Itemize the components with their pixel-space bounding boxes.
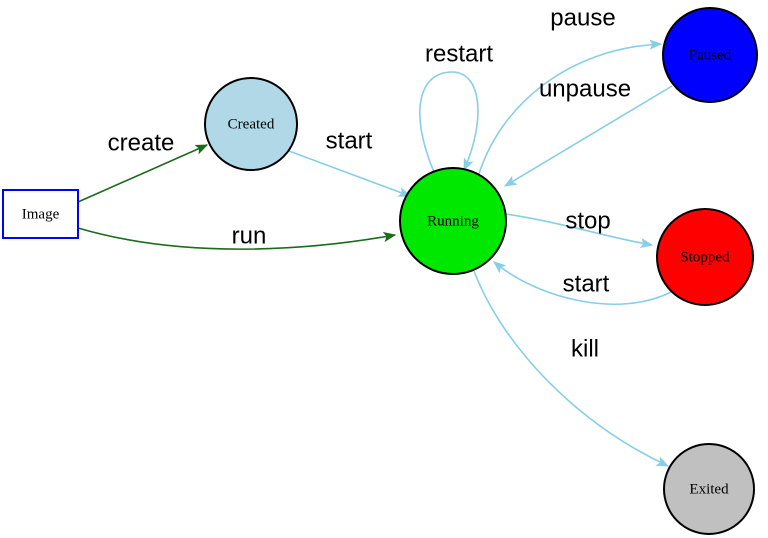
edge-create-path <box>77 144 209 203</box>
edge-layer <box>77 39 673 467</box>
edge-stop[interactable] <box>505 213 654 249</box>
edge-start-stopped[interactable] <box>493 261 672 306</box>
edge-run-path <box>77 227 397 250</box>
node-image[interactable]: Image <box>2 189 79 239</box>
edge-label-create: create <box>108 129 175 156</box>
edge-restart-hitarea[interactable] <box>420 72 478 172</box>
edge-start-stopped-path <box>493 261 672 306</box>
edge-restart[interactable] <box>419 71 479 173</box>
node-exited-shape[interactable] <box>663 443 755 535</box>
edge-start-created[interactable] <box>288 150 412 197</box>
edge-restart-path <box>419 71 479 173</box>
node-stopped-shape[interactable] <box>656 208 754 306</box>
edge-run-hitarea[interactable] <box>78 228 395 249</box>
node-created-shape[interactable] <box>204 77 298 171</box>
node-running-shape[interactable] <box>399 167 507 275</box>
node-paused-shape[interactable] <box>662 7 758 103</box>
edge-create[interactable] <box>77 144 209 203</box>
edge-start-created-hitarea[interactable] <box>289 151 410 196</box>
edge-unpause[interactable] <box>503 85 673 187</box>
edge-unpause-path <box>503 85 673 187</box>
edge-pause[interactable] <box>477 39 663 178</box>
node-exited[interactable]: Exited <box>663 443 755 535</box>
edge-label-pause: pause <box>550 4 615 31</box>
edge-create-hitarea[interactable] <box>78 145 207 202</box>
node-running[interactable]: Running <box>399 167 507 275</box>
node-image-shape[interactable] <box>2 189 79 239</box>
edge-run[interactable] <box>77 227 397 250</box>
edge-stop-hitarea[interactable] <box>506 214 652 245</box>
edge-start-created-path <box>288 150 412 197</box>
edge-pause-path <box>477 39 663 178</box>
edge-label-kill: kill <box>571 335 599 362</box>
node-stopped[interactable]: Stopped <box>656 208 754 306</box>
edge-kill[interactable] <box>473 270 670 467</box>
node-paused[interactable]: Paused <box>662 7 758 103</box>
edge-label-restart: restart <box>425 40 493 67</box>
edge-stop-path <box>505 213 654 249</box>
edge-start-stopped-hitarea[interactable] <box>494 262 671 304</box>
node-created[interactable]: Created <box>204 77 298 171</box>
edge-kill-path <box>473 270 670 467</box>
edge-label-start-created: start <box>326 127 373 154</box>
